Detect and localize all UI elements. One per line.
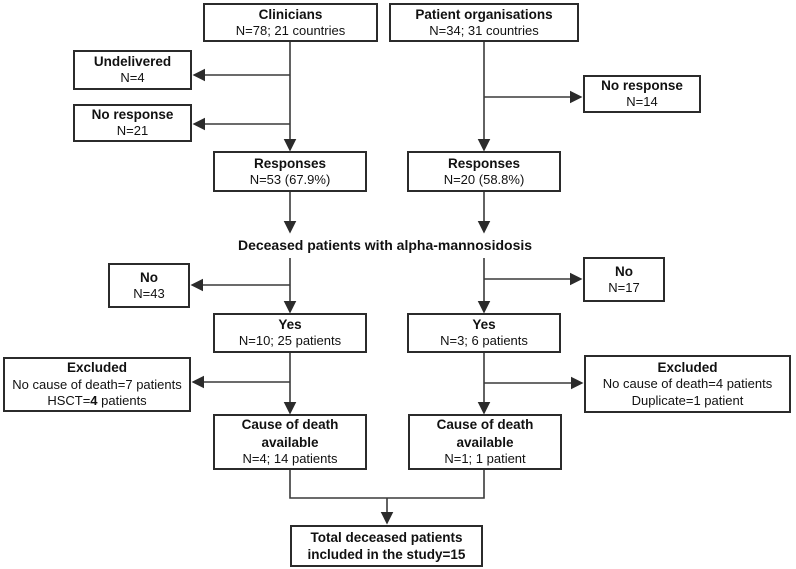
box-title: No	[615, 263, 633, 279]
box-value: N=4	[120, 70, 145, 86]
box-value: N=3; 6 patients	[440, 333, 528, 349]
no-response-clinicians-box: No response N=21	[73, 104, 192, 142]
undelivered-box: Undelivered N=4	[73, 50, 192, 90]
no-clinicians-box: No N=43	[108, 263, 190, 308]
total-line-2: included in the study=15	[307, 547, 466, 562]
box-value: N=20 (58.8%)	[443, 171, 525, 187]
excluded-clinicians-box: Excluded No cause of death=7 patients HS…	[3, 357, 191, 412]
box-title: Responses	[253, 155, 327, 171]
hsct-count: 4	[90, 393, 98, 409]
box-value: N=34; 31 countries	[429, 22, 539, 38]
responses-clinicians-box: Responses N=53 (67.9%)	[213, 151, 367, 192]
box-detail-line: HSCT=4 patients	[47, 393, 146, 410]
box-value: N=53 (67.9%)	[249, 171, 331, 187]
box-title: Excluded	[66, 360, 128, 376]
box-title: Responses	[447, 155, 521, 171]
box-title: Clinicians	[258, 6, 323, 22]
no-orgs-box: No N=17	[583, 257, 665, 302]
yes-clinicians-box: Yes N=10; 25 patients	[213, 313, 367, 353]
responses-orgs-box: Responses N=20 (58.8%)	[407, 151, 561, 192]
box-title: No	[140, 269, 158, 285]
cause-of-death-orgs-box: Cause of death available N=1; 1 patient	[408, 414, 562, 470]
box-title: Undelivered	[93, 54, 172, 70]
box-title: Yes	[472, 317, 496, 333]
hsct-suffix: patients	[97, 393, 147, 409]
box-title: Excluded	[657, 359, 718, 375]
yes-orgs-box: Yes N=3; 6 patients	[407, 313, 561, 353]
no-response-orgs-box: No response N=14	[583, 75, 701, 113]
box-title: Yes	[278, 317, 302, 333]
box-detail-line: No cause of death=4 patients	[602, 376, 773, 391]
box-title: Patient organisations	[415, 6, 553, 22]
box-value: N=10; 25 patients	[238, 333, 342, 349]
box-value: N=43	[133, 285, 165, 301]
box-value: N=1; 1 patient	[444, 450, 526, 466]
box-value: N=4; 14 patients	[242, 450, 338, 466]
box-value: N=21	[116, 123, 149, 139]
box-value: N=78; 21 countries	[235, 22, 346, 38]
box-title: Cause of death available	[241, 417, 339, 450]
box-detail-line: Duplicate=1 patient	[631, 392, 744, 408]
deceased-patients-question-label: Deceased patients with alpha-mannosidosi…	[237, 237, 533, 253]
box-value: N=14	[626, 94, 658, 110]
patient-organisations-box: Patient organisations N=34; 31 countries	[389, 3, 579, 42]
hsct-label: HSCT=	[47, 393, 91, 409]
box-value: N=17	[608, 279, 640, 295]
box-title: Cause of death available	[436, 417, 534, 450]
box-detail-line: No cause of death=7 patients	[12, 376, 182, 392]
excluded-orgs-box: Excluded No cause of death=4 patients Du…	[584, 355, 791, 413]
clinicians-box: Clinicians N=78; 21 countries	[203, 3, 378, 42]
total-deceased-box: Total deceased patients included in the …	[290, 525, 483, 567]
total-line-1: Total deceased patients	[310, 529, 463, 545]
cause-of-death-clinicians-box: Cause of death available N=4; 14 patient…	[213, 414, 367, 470]
box-title: No response	[91, 107, 174, 123]
box-title: No response	[601, 78, 683, 94]
